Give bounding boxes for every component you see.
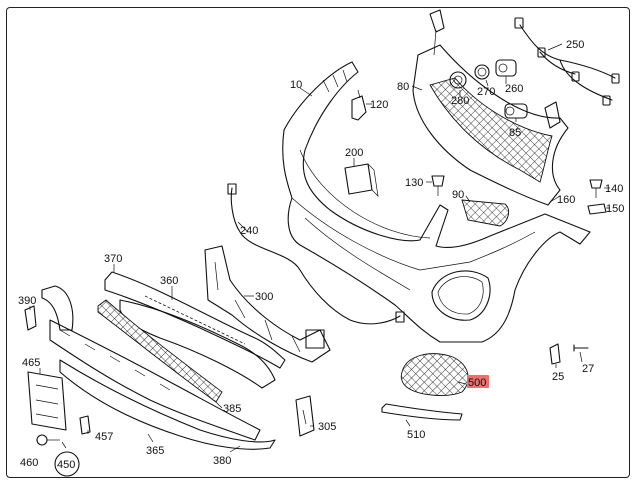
lower-valance-365[interactable]: [49, 319, 261, 441]
callout-circle-450: [54, 451, 80, 477]
callout-25[interactable]: 25: [552, 371, 564, 383]
sensor-260[interactable]: [495, 59, 517, 77]
screw-457[interactable]: [79, 415, 91, 435]
callout-280[interactable]: 280: [451, 95, 469, 107]
callout-160[interactable]: 160: [557, 194, 575, 206]
callout-240[interactable]: 240: [240, 225, 258, 237]
callout-450[interactable]: 450: [57, 459, 75, 471]
spoiler-360[interactable]: [119, 295, 276, 389]
callout-10[interactable]: 10: [290, 79, 302, 91]
callout-385[interactable]: 385: [223, 403, 241, 415]
wiring-harness-250[interactable]: [514, 17, 620, 106]
bolt-140[interactable]: [589, 179, 603, 198]
callout-150[interactable]: 150: [606, 203, 624, 215]
cable-240[interactable]: [227, 183, 405, 325]
sensor-ring-270[interactable]: [474, 64, 490, 80]
leader-lines: [29, 43, 610, 453]
highlight-500: [467, 375, 489, 388]
bracket-390[interactable]: [24, 285, 74, 331]
grille-90[interactable]: [461, 199, 510, 227]
callout-270[interactable]: 270: [477, 86, 495, 98]
callout-90[interactable]: 90: [452, 189, 464, 201]
sensor-280[interactable]: [449, 71, 467, 89]
chrome-strip-510[interactable]: [381, 403, 463, 421]
callout-300[interactable]: 300: [255, 291, 273, 303]
bumper-cover-10[interactable]: [282, 61, 591, 343]
module-200[interactable]: [344, 163, 379, 198]
bracket-120[interactable]: [351, 89, 367, 121]
callout-360[interactable]: 360: [160, 275, 178, 287]
callout-250[interactable]: 250: [566, 39, 584, 51]
callout-260[interactable]: 260: [505, 83, 523, 95]
callout-457[interactable]: 457: [95, 431, 113, 443]
callout-390[interactable]: 390: [18, 295, 36, 307]
callout-510[interactable]: 510: [407, 429, 425, 441]
plate-holder-465[interactable]: [27, 371, 67, 431]
fog-grille-500[interactable]: [400, 353, 469, 396]
callout-120[interactable]: 120: [370, 99, 388, 111]
callout-85[interactable]: 85: [509, 127, 521, 139]
bracket-305[interactable]: [295, 395, 315, 437]
callout-80[interactable]: 80: [397, 81, 409, 93]
bolt-460[interactable]: [36, 434, 60, 446]
callout-305[interactable]: 305: [318, 421, 336, 433]
callout-27[interactable]: 27: [582, 363, 594, 375]
screw-27[interactable]: [573, 344, 589, 352]
lower-trim-380[interactable]: [59, 359, 276, 450]
lower-bracket-300[interactable]: [204, 245, 331, 363]
callout-380[interactable]: 380: [213, 455, 231, 467]
grille-385[interactable]: [97, 299, 223, 403]
clip-150[interactable]: [587, 203, 607, 215]
upper-carrier-80[interactable]: [412, 9, 569, 206]
callouts: 10 80 120 250 280 270 260 85 200 130 90 …: [18, 39, 624, 471]
callout-140[interactable]: 140: [605, 183, 623, 195]
bracket-25[interactable]: [549, 343, 561, 365]
callout-200[interactable]: 200: [345, 147, 363, 159]
callout-465[interactable]: 465: [22, 357, 40, 369]
callout-130[interactable]: 130: [405, 177, 423, 189]
callout-500[interactable]: 500: [468, 377, 486, 389]
clip-130[interactable]: [431, 175, 445, 196]
callout-460[interactable]: 460: [20, 457, 38, 469]
callout-370[interactable]: 370: [104, 253, 122, 265]
callout-365[interactable]: 365: [146, 445, 164, 457]
